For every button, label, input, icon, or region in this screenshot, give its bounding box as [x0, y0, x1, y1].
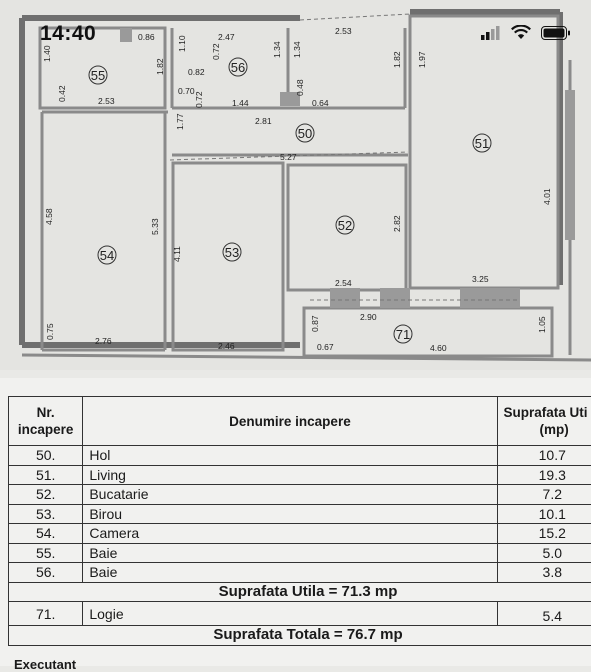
signal-icon: [481, 26, 501, 45]
dim-label: 0.42: [57, 85, 67, 102]
room-name: Birou: [83, 504, 497, 524]
room-nr: 56.: [9, 563, 83, 583]
room-nr: 51.: [9, 465, 83, 485]
dim-label: 4.58: [44, 208, 54, 225]
dim-label: 2.81: [255, 116, 272, 126]
room-nr: 50.: [9, 446, 83, 466]
room-label-52: 52: [338, 218, 352, 233]
room-area: 15.2: [497, 524, 591, 544]
dim-label: 2.46: [218, 341, 235, 351]
dim-label: 0.87: [310, 315, 320, 332]
room-label-54: 54: [100, 248, 114, 263]
status-clock: 14:40: [40, 22, 96, 46]
room-nr: 53.: [9, 504, 83, 524]
room-area: 19.3: [497, 465, 591, 485]
battery-icon: [541, 26, 571, 45]
room-nr: 52.: [9, 485, 83, 505]
dim-label: 4.60: [430, 343, 447, 353]
total-area-row: Suprafata Totala = 76.7 mp: [9, 626, 591, 646]
floor-plan: 55 56 50 51 52 53 54 71 0.86 2.47 2.53 1…: [0, 0, 591, 370]
total-area: Suprafata Totala = 76.7 mp: [9, 626, 591, 646]
room-area: 3.8: [497, 563, 591, 583]
usable-area-row: Suprafata Utila = 71.3 mp: [9, 582, 591, 602]
dim-label: 0.64: [312, 98, 329, 108]
header-name: Denumire incapere: [83, 397, 497, 446]
header-nr: Nr.incapere: [9, 397, 83, 446]
room-label-53: 53: [225, 245, 239, 260]
dim-label: 3.25: [472, 274, 489, 284]
room-label-51: 51: [475, 136, 489, 151]
dim-label: 5.33: [150, 218, 160, 235]
dim-label: 0.82: [188, 67, 205, 77]
dim-label: 2.76: [95, 336, 112, 346]
dim-label: 2.82: [392, 215, 402, 232]
usable-area-total: Suprafata Utila = 71.3 mp: [9, 582, 591, 602]
room-area: 10.1: [497, 504, 591, 524]
dim-label: 1.05: [537, 316, 547, 333]
dim-label: 1.97: [417, 51, 427, 68]
dim-label: 1.44: [232, 98, 249, 108]
room-area: 7.2: [497, 485, 591, 505]
dim-label: 2.90: [360, 312, 377, 322]
room-nr: 54.: [9, 524, 83, 544]
room-name: Living: [83, 465, 497, 485]
room-name: Baie: [83, 543, 497, 563]
rooms-table: Nr.incapere Denumire incapere Suprafata …: [8, 396, 591, 646]
dim-label: 4.01: [542, 188, 552, 205]
loggia-row: 71. Logie 5.4: [9, 602, 591, 626]
dim-label: 0.67: [317, 342, 334, 352]
dim-label: 1.82: [155, 58, 165, 75]
room-area: 5.0: [497, 543, 591, 563]
dim-label: 1.77: [175, 113, 185, 130]
table-header-row: Nr.incapere Denumire incapere Suprafata …: [9, 397, 591, 446]
loggia-area: 5.4: [497, 602, 591, 626]
dim-label: 4.11: [172, 246, 182, 262]
room-label-56: 56: [231, 60, 245, 75]
loggia-name: Logie: [83, 602, 497, 626]
room-name: Hol: [83, 446, 497, 466]
dim-label: 2.54: [335, 278, 352, 288]
status-bar: 14:40: [0, 22, 591, 50]
rooms-table-section: Nr.incapere Denumire incapere Suprafata …: [0, 378, 591, 666]
dim-label: 0.75: [45, 323, 55, 340]
room-nr: 55.: [9, 543, 83, 563]
room-area: 10.7: [497, 446, 591, 466]
loggia-nr: 71.: [9, 602, 83, 626]
wifi-icon: [511, 25, 531, 45]
dim-label: 0.70: [178, 86, 195, 96]
dim-label: 5.27: [280, 152, 297, 162]
room-label-55: 55: [91, 68, 105, 83]
room-name: Bucatarie: [83, 485, 497, 505]
dim-label: 0.48: [295, 79, 305, 96]
dim-label: 2.53: [98, 96, 115, 106]
room-name: Baie: [83, 563, 497, 583]
room-name: Camera: [83, 524, 497, 544]
header-area: Suprafata Uti(mp): [497, 397, 591, 446]
executant-label: Executant: [14, 657, 76, 672]
dim-label: 1.82: [392, 51, 402, 68]
room-label-50: 50: [298, 126, 312, 141]
dim-label: 0.72: [194, 91, 204, 108]
room-label-71: 71: [396, 327, 410, 342]
